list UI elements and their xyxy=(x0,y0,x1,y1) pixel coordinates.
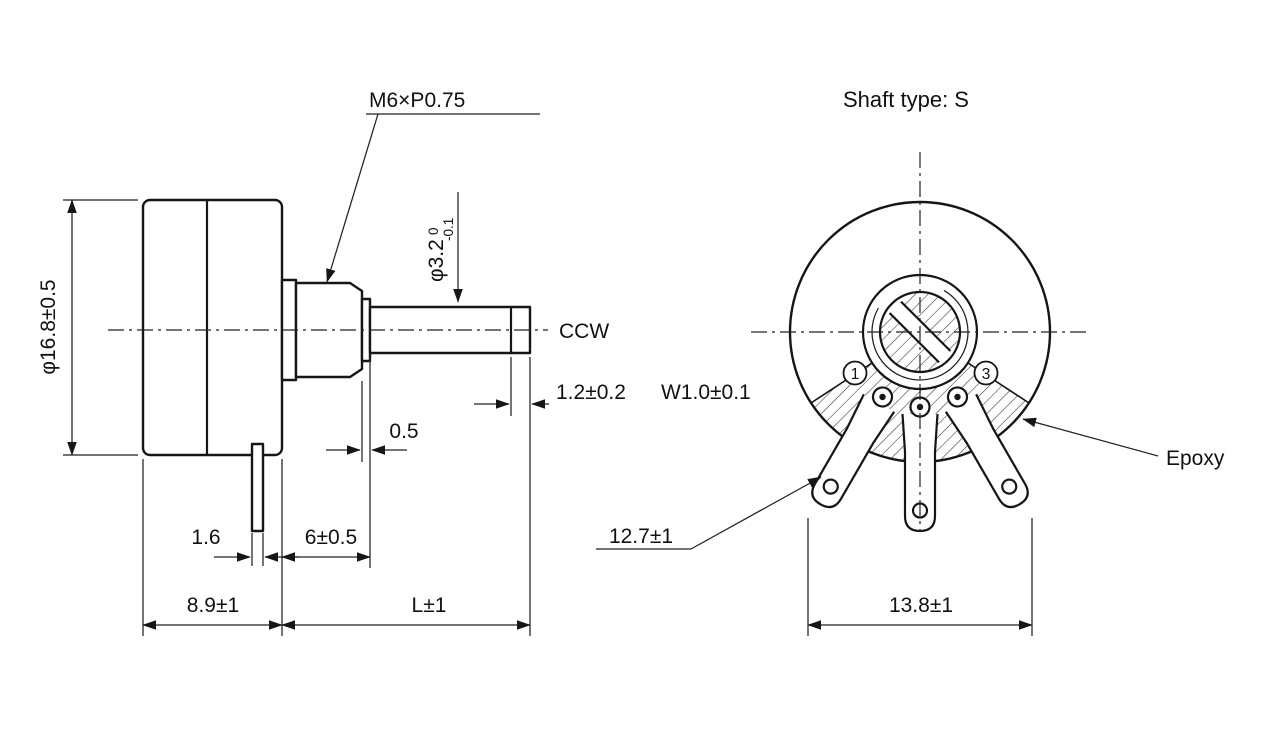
label-epoxy: Epoxy xyxy=(1022,417,1225,470)
dim-body-length: 8.9±1 xyxy=(142,459,283,636)
dim-shaft-diameter: φ3.2 0 -0.1 xyxy=(425,192,463,303)
pot-body xyxy=(141,198,284,457)
terminal-1-badge: 1 xyxy=(842,360,868,386)
dim-slot: 1.2±0.2 W1.0±0.1 xyxy=(474,357,751,636)
body-diameter-text: φ16.8±0.5 xyxy=(37,279,60,374)
epoxy-text: Epoxy xyxy=(1166,447,1225,470)
ccw-label: CCW xyxy=(559,320,609,343)
body-length-text: 8.9±1 xyxy=(187,594,239,617)
front-view-title: Shaft type: S xyxy=(843,87,969,112)
terminal-3-badge: 3 xyxy=(973,360,999,386)
dim-body-diameter: φ16.8±0.5 xyxy=(37,199,138,456)
terminal-pin xyxy=(250,442,265,533)
dim-pin-thickness: 1.6 xyxy=(191,526,299,566)
bushing-length-text: 6±0.5 xyxy=(305,526,357,549)
thread-spec-text: M6×P0.75 xyxy=(369,89,465,112)
dim-terminal-pitch: 12.7±1 xyxy=(596,476,822,550)
shaft-diameter-text: φ3.2 0 -0.1 xyxy=(425,218,456,282)
slot-width-text: W1.0±0.1 xyxy=(661,381,751,404)
dim-terminal-span: 13.8±1 xyxy=(807,518,1033,636)
terminal-span-text: 13.8±1 xyxy=(889,594,953,617)
dim-step: 0.5 xyxy=(326,357,419,568)
threaded-bushing xyxy=(294,281,364,379)
step-length-text: 0.5 xyxy=(389,420,418,443)
dim-shaft-length: L±1 xyxy=(281,594,531,630)
thread-arc xyxy=(871,289,969,381)
shaft-length-text: L±1 xyxy=(412,594,447,617)
terminal-pitch-text: 12.7±1 xyxy=(609,525,673,548)
dim-bushing-length: 6±0.5 xyxy=(281,459,371,636)
terminal-3-number: 3 xyxy=(982,366,991,383)
front-view: 1 3 Shaft type: S Epoxy 12.7±1 13.8±1 xyxy=(596,87,1225,636)
pin-thickness-text: 1.6 xyxy=(191,526,220,549)
slot-depth-text: 1.2±0.2 xyxy=(556,381,626,404)
label-thread-spec: M6×P0.75 xyxy=(326,89,540,283)
side-view: φ16.8±0.5 M6×P0.75 φ3.2 0 -0.1 CCW 1.2±0… xyxy=(37,89,751,636)
terminal-1-number: 1 xyxy=(851,366,860,383)
